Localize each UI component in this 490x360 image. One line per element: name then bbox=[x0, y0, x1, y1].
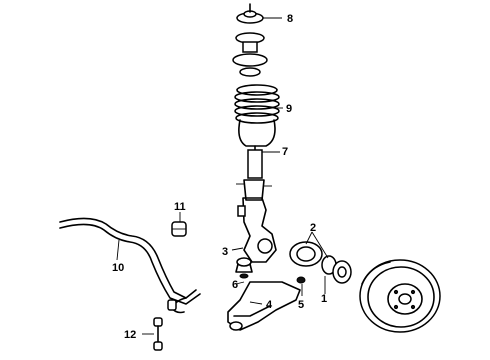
callout-8: 8 bbox=[287, 13, 293, 25]
callout-12: 12 bbox=[124, 329, 136, 341]
strut-mount-part bbox=[232, 3, 268, 77]
ball-joint-part bbox=[235, 257, 253, 279]
callout-5: 5 bbox=[298, 299, 304, 311]
callout-4: 4 bbox=[266, 299, 273, 311]
steering-knuckle-part bbox=[237, 197, 277, 263]
callout-7: 7 bbox=[282, 146, 288, 158]
leader-lines bbox=[116, 17, 329, 335]
callout-3: 3 bbox=[222, 246, 228, 258]
lower-control-arm-part bbox=[227, 281, 301, 331]
brake-rotor-part bbox=[359, 259, 441, 333]
callout-2: 2 bbox=[310, 222, 316, 234]
callout-11: 11 bbox=[174, 201, 186, 213]
callout-1: 1 bbox=[321, 293, 327, 305]
callout-9: 9 bbox=[286, 103, 292, 115]
hub-bearing-part bbox=[289, 241, 352, 284]
stabilizer-bushing-part bbox=[171, 221, 187, 237]
coil-spring-part bbox=[234, 84, 280, 147]
callout-6: 6 bbox=[232, 279, 238, 291]
shock-absorber-part bbox=[236, 145, 272, 201]
stabilizer-link-part bbox=[153, 299, 177, 351]
callout-10: 10 bbox=[112, 262, 124, 274]
